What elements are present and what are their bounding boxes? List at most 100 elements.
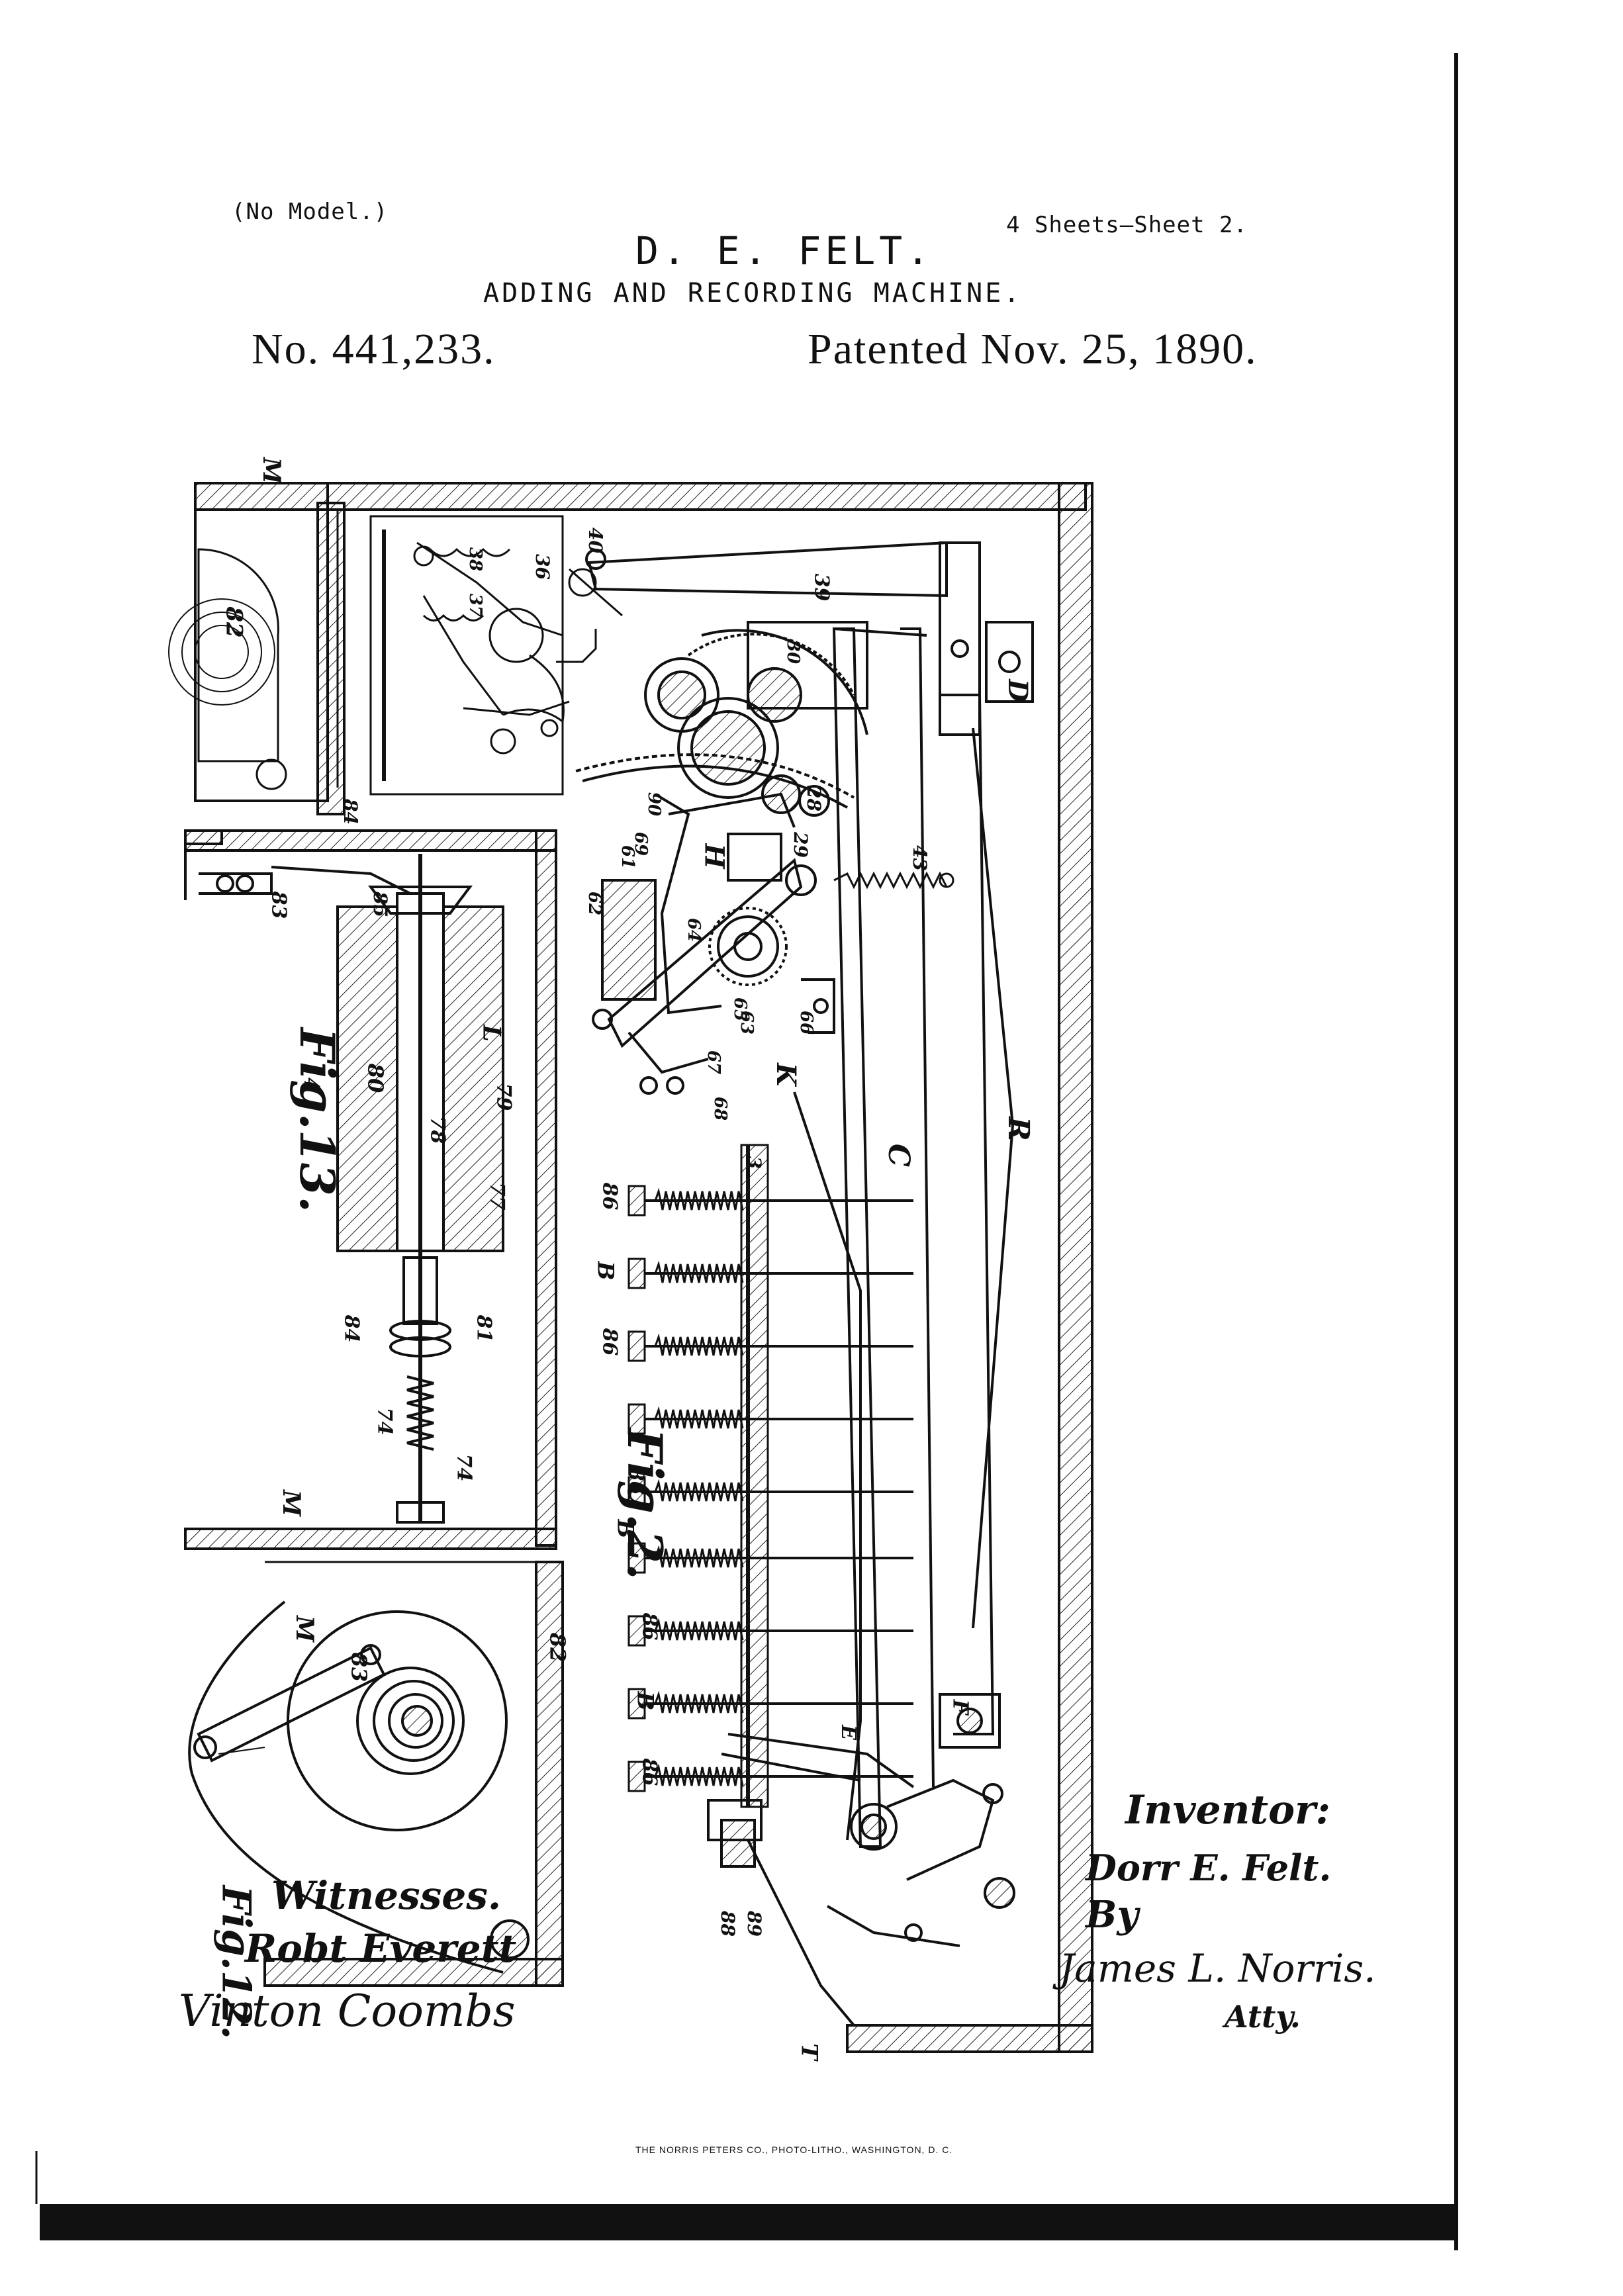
part-label-R: R (1001, 1117, 1035, 1141)
part-label-M-mid: M (277, 1490, 305, 1516)
key-label-B-3: B (631, 1691, 659, 1711)
part-label-40: 40 (584, 528, 606, 553)
part-label-79: 79 (492, 1083, 516, 1111)
key-stem (627, 1330, 913, 1362)
part-label-M-top: M (257, 457, 285, 484)
part-label-84: 84 (339, 799, 361, 825)
part-label-T: T (796, 2043, 823, 2060)
part-label-62: 62 (584, 891, 605, 916)
fig2-casing (194, 482, 1093, 2053)
part-label-D: D (1001, 679, 1033, 702)
part-label-39: 39 (810, 573, 833, 602)
key-spring (654, 1763, 744, 1786)
spring-43 (833, 871, 954, 890)
key-label-86-2: 86 (598, 1328, 622, 1356)
part-label-43: 43 (908, 845, 931, 871)
part-label-74: 74 (373, 1407, 396, 1436)
part-label-82: 82 (220, 606, 248, 638)
part-label-K: K (770, 1063, 802, 1086)
part-label-F: F (948, 1699, 974, 1715)
key-button (627, 1542, 646, 1574)
part-label-3: 3 (743, 1156, 766, 1170)
bottom-mechanism (707, 1693, 1015, 2027)
key-spring (654, 1187, 744, 1211)
part-label-M-low: M (290, 1616, 318, 1642)
witnesses-label: Witnesses. (271, 1873, 502, 1918)
by-label: By (1086, 1893, 1138, 1937)
part-label-28: 28 (802, 786, 825, 811)
part-label-H: H (698, 843, 730, 869)
key-label-86-1: 86 (598, 1182, 622, 1211)
key-spring (654, 1260, 744, 1283)
part-label-83b: 83 (267, 891, 291, 919)
key-stem (627, 1688, 913, 1720)
key-label-B-2: B (612, 1519, 639, 1539)
gear-train (575, 629, 868, 817)
part-label-4: 4 (299, 1077, 325, 1093)
part-label-E: E (836, 1725, 860, 1740)
lever-39 (585, 541, 1034, 736)
fig13-label: Fig.13. (289, 1027, 346, 1213)
inventor-label: Inventor: (1125, 1787, 1330, 1833)
witness-1-signature: Robt Everett (245, 1926, 517, 1971)
part-label-74b: 74 (452, 1453, 476, 1482)
key-stem (627, 1615, 913, 1647)
printing-mechanism (369, 515, 623, 796)
attorney-signature: James L. Norris. (1059, 1946, 1376, 1991)
part-label-88: 88 (716, 1911, 739, 1937)
key-spring (654, 1690, 744, 1714)
key-spring (654, 1479, 744, 1502)
key-stem (627, 1185, 913, 1217)
patent-date: Patented Nov. 25, 1890. (808, 325, 1258, 373)
fig13-box (184, 829, 557, 1550)
key-label-86-3: 86 (624, 1467, 648, 1495)
witness-2-signature: Vinton Coombs (179, 1986, 516, 2037)
part-label-38: 38 (465, 547, 486, 572)
printer-credit: THE NORRIS PETERS CO., PHOTO-LITHO., WAS… (635, 2144, 953, 2155)
key-button (627, 1185, 646, 1217)
fig2-label: Fig.2. (617, 1428, 674, 1581)
key-stem (627, 1258, 913, 1289)
part-label-90: 90 (644, 792, 665, 817)
part-label-83: 83 (346, 1652, 372, 1682)
part-label-30: 30 (783, 639, 804, 665)
key-stem (627, 1542, 913, 1574)
inventor-signature: Dorr E. Felt. (1086, 1847, 1332, 1889)
key-spring (654, 1545, 744, 1568)
part-label-67: 67 (704, 1050, 724, 1075)
model-note: (No Model.) (232, 199, 389, 225)
drum-82 (168, 548, 287, 790)
part-label-85: 85 (369, 892, 391, 917)
part-label-78: 78 (426, 1116, 449, 1144)
part-label-65: 65 (730, 997, 751, 1022)
key-label-86-5: 86 (637, 1758, 661, 1786)
key-label-86-4: 86 (637, 1612, 661, 1641)
part-label-89: 89 (743, 1911, 765, 1937)
part-label-80: 80 (363, 1063, 389, 1093)
key-button (627, 1615, 646, 1647)
fig12-box (188, 1561, 564, 1987)
key-stem (627, 1476, 913, 1508)
key-spring (654, 1333, 744, 1356)
part-label-82b: 82 (545, 1632, 571, 1663)
part-label-C: C (882, 1143, 916, 1168)
part-label-36: 36 (531, 554, 553, 580)
part-label-29: 29 (789, 832, 812, 858)
part-label-68: 68 (710, 1096, 731, 1121)
sheet-count: 4 Sheets—Sheet 2. (1006, 212, 1248, 238)
patent-title: ADDING AND RECORDING MACHINE. (483, 278, 1023, 308)
part-label-37: 37 (465, 593, 486, 618)
part-label-66: 66 (796, 1010, 817, 1035)
part-label-L: L (477, 1025, 506, 1042)
part-label-77: 77 (485, 1182, 509, 1211)
key-stem (627, 1761, 913, 1792)
key-button (627, 1258, 646, 1289)
bottom-border-bar (40, 2204, 1456, 2240)
bar-C-D (793, 627, 1015, 1848)
attorney-abbrev: Atty. (1225, 1999, 1301, 2035)
keyboard-keys (627, 1144, 913, 1808)
key-stem (627, 1403, 913, 1435)
patent-number: No. 441,233. (252, 325, 496, 373)
inventor-name: D. E. FELT. (635, 228, 934, 273)
